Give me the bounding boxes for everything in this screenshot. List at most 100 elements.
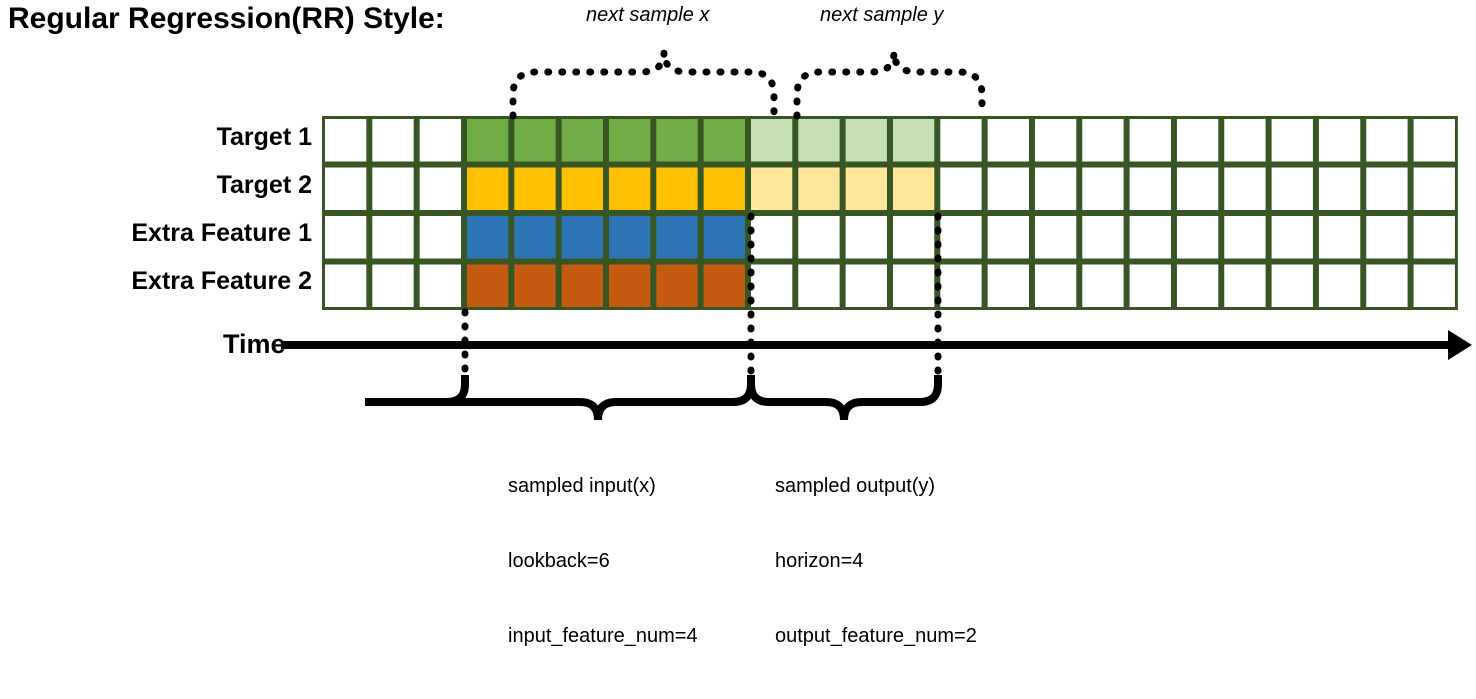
brace-next-sample-x [509,51,778,120]
grid-cell [372,216,414,259]
diagram-vector-layer [281,51,1472,421]
grid-cell [514,119,556,162]
grid-cell [608,264,651,307]
grid-cell [892,119,935,162]
grid-cell [1366,264,1408,307]
grid-cell [1034,119,1077,162]
grid-cell [656,167,698,210]
grid-cell [1224,264,1266,307]
grid-cell [608,167,651,210]
grid-cell [325,167,367,210]
grid-cell [372,119,414,162]
grid-cell [1413,119,1455,162]
grid-cell [419,119,461,162]
grid-cell [1176,264,1219,307]
grid-cell [372,167,414,210]
grid-cell [798,264,840,307]
sampled-output-line-1: sampled output(y) [775,475,936,497]
row-label-extra-feature-1: Extra Feature 1 [131,219,312,247]
grid-cell [514,264,556,307]
grid-cell [987,167,1029,210]
brace-sampled-input [365,375,755,421]
grid-cell [845,167,887,210]
grid-cell [1176,216,1219,259]
grid-cell [1176,119,1219,162]
grid-cell [1129,167,1171,210]
row-label-column: Target 1 Target 2 Extra Feature 1 Extra … [0,116,312,310]
diagram-canvas: Regular Regression(RR) Style: Target 1 T… [0,2,1472,647]
grid-cell [750,119,793,162]
grid-cell [325,264,367,307]
grid-cell [466,216,509,259]
grid-cell [1318,216,1361,259]
sampled-output-line-2: horizon=4 [775,550,864,572]
grid-cell [940,119,982,162]
grid-cell [608,216,651,259]
grid-cell [1082,216,1124,259]
grid-cell [987,264,1029,307]
grid-cell [419,216,461,259]
grid-cell [750,264,793,307]
grid-cell [466,167,509,210]
grid-cell [987,216,1029,259]
grid-cell [1413,167,1455,210]
grid-cell [1271,167,1313,210]
annotation-next-sample-y: next sample y [820,4,944,26]
grid-cell [372,264,414,307]
sampled-input-line-2: lookback=6 [508,550,610,572]
grid-cell [987,119,1029,162]
sampled-output-line-3: output_feature_num=2 [775,625,977,647]
grid-cell [1413,216,1455,259]
grid-cell [1034,167,1077,210]
grid-cell [1366,119,1408,162]
grid-cell [1271,119,1313,162]
grid-cell [845,216,887,259]
grid-cell [656,216,698,259]
grid-cell [1224,119,1266,162]
grid-cell [561,167,603,210]
grid-cell [1129,119,1171,162]
grid-cell [1082,167,1124,210]
grid-cell [892,264,935,307]
grid-cell [798,216,840,259]
grid-cell [466,119,509,162]
grid-cell [845,119,887,162]
grid-cell [703,167,745,210]
grid-cell [798,167,840,210]
grid-cell [1082,119,1124,162]
time-axis [281,330,1472,360]
brace-sampled-output [747,375,942,421]
grid-cell [1271,216,1313,259]
grid-cell [750,216,793,259]
grid-cell [1034,216,1077,259]
annotation-next-sample-x: next sample x [586,4,710,26]
grid-cell [1129,216,1171,259]
grid-border [322,116,1458,310]
grid-cell [798,119,840,162]
grid-cell [1318,167,1361,210]
brace-next-sample-y [793,51,986,120]
grid-cell [703,216,745,259]
grid-cell [892,216,935,259]
grid-cell [656,119,698,162]
grid-cell [845,264,887,307]
row-label-target-1: Target 1 [216,123,312,151]
grid-cell [466,264,509,307]
sampled-input-line-1: sampled input(x) [508,475,656,497]
row-label-extra-feature-2: Extra Feature 2 [131,267,312,295]
grid-cell [750,167,793,210]
grid-cell [1176,167,1219,210]
grid-cell [1129,264,1171,307]
bottom-solid-braces [365,375,942,421]
grid-cell [561,264,603,307]
grid-cell [1082,264,1124,307]
grid-cell [419,264,461,307]
grid-cell [1413,264,1455,307]
grid-cell [656,264,698,307]
grid-cell [1366,216,1408,259]
grid-cell [325,119,367,162]
grid-cell [1034,264,1077,307]
grid-cell [325,216,367,259]
grid-cell [608,119,651,162]
sampled-input-line-3: input_feature_num=4 [508,625,698,647]
